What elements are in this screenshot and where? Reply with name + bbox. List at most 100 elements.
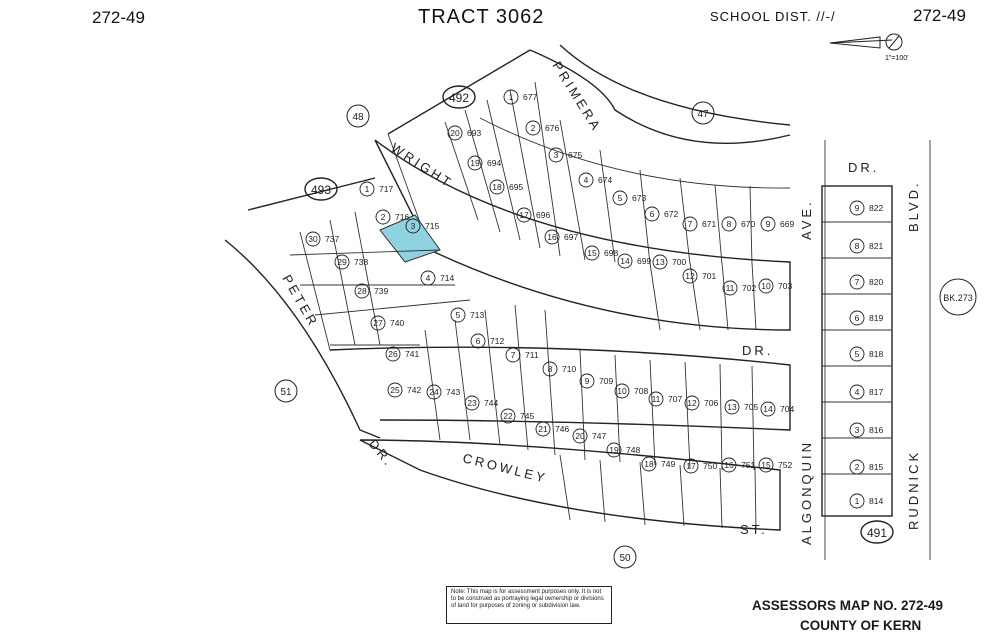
apn-label: 745	[520, 411, 534, 421]
lot-number: 10	[617, 386, 627, 396]
lot-left-23[interactable]: 23 744	[464, 395, 498, 411]
apn-label: 702	[742, 283, 756, 293]
lot-number: 24	[429, 387, 439, 397]
right-block	[821, 140, 931, 560]
tract-title: TRACT 3062	[418, 6, 545, 28]
apn-label: 818	[869, 349, 883, 359]
apn-label: 746	[555, 424, 569, 434]
lot-number: 19	[609, 445, 619, 455]
lot-number: 20	[450, 128, 460, 138]
lot-number: 9	[855, 203, 860, 213]
apn-label: 744	[484, 398, 498, 408]
apn-label: 700	[672, 257, 686, 267]
apn-label: 694	[487, 158, 501, 168]
lot-number: 12	[685, 271, 695, 281]
svg-text:48: 48	[352, 112, 364, 123]
apn-label: 711	[525, 350, 539, 360]
apn-label: 743	[446, 387, 460, 397]
apn-label: 673	[632, 193, 646, 203]
lot-number: 20	[575, 431, 585, 441]
lot-number: 4	[426, 273, 431, 283]
lot-number: 13	[727, 402, 737, 412]
apn-label: 742	[407, 385, 421, 395]
lot-number: 16	[547, 232, 557, 242]
svg-text:47: 47	[697, 109, 709, 120]
lot-upper-inner-13[interactable]: 13 700	[652, 254, 686, 270]
book-page-left: 272-49	[92, 8, 145, 27]
lot-left-21[interactable]: 21 746	[535, 421, 569, 437]
apn-label: 710	[562, 364, 576, 374]
lot-number: 3	[855, 425, 860, 435]
lot-number: 14	[620, 256, 630, 266]
lot-number: 21	[538, 424, 548, 434]
apn-label: 674	[598, 175, 612, 185]
apn-label: 709	[599, 376, 613, 386]
upper-block	[374, 44, 791, 331]
lot-number: 14	[763, 404, 773, 414]
apn-label: 669	[780, 219, 794, 229]
apn-label: 821	[869, 241, 883, 251]
lot-number: 23	[467, 398, 477, 408]
street-wright: WRIGHT	[388, 140, 455, 191]
lot-number: 13	[655, 257, 665, 267]
svg-text:491: 491	[867, 526, 887, 540]
lot-left-24[interactable]: 24 743	[426, 384, 460, 400]
lot-number: 7	[855, 277, 860, 287]
